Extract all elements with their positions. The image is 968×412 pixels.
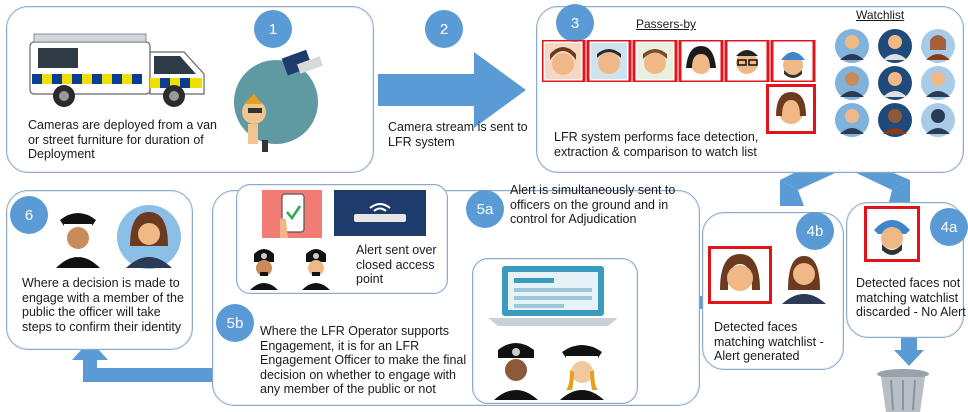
- police-officers-icon: [250, 249, 330, 290]
- step1-badge: 1: [254, 10, 292, 48]
- police-van-icon: [29, 33, 205, 107]
- arrow-return-to-6: [72, 340, 218, 382]
- step5b-badge: 5b: [216, 304, 254, 342]
- step4b-badge: 4b: [796, 212, 834, 250]
- step5a-badge: 5a: [466, 190, 504, 228]
- passerby-face-detected: [766, 84, 816, 134]
- step4a-badge: 4a: [930, 208, 968, 246]
- passersby-faces: [542, 40, 822, 82]
- trash-bin-icon: [877, 369, 929, 412]
- step4a-text: Detected faces not matching watchlist di…: [856, 276, 966, 319]
- police-officers-laptop-icon: [494, 343, 604, 400]
- arrow-discard-down: [894, 336, 924, 366]
- unmatched-face-icon: [864, 206, 920, 262]
- watchlist-faces: [834, 28, 960, 138]
- step6-badge: 6: [10, 196, 48, 234]
- arrow-step2-right: [378, 52, 526, 128]
- laptop-icon: [488, 266, 618, 326]
- matched-face-icon: [708, 246, 772, 304]
- passersby-label: Passers-by: [636, 17, 697, 31]
- step4b-text: Detected faces matching watchlist - Aler…: [714, 320, 824, 363]
- step6-text: Where a decision is made to engage with …: [22, 276, 184, 334]
- police-officer-female-icon: [56, 213, 100, 268]
- step5a-text: Alert is simultaneously sent to officers…: [510, 183, 676, 226]
- step3-badge: 3: [556, 4, 594, 42]
- phone-alert-icon: [262, 190, 322, 238]
- step2-text: Camera stream is sent to LFR system: [388, 120, 528, 149]
- watchlist-label: Watchlist: [856, 8, 905, 22]
- member-of-public-icon: [117, 205, 181, 269]
- arrow-split-down: [780, 150, 910, 206]
- step3-text: LFR system performs face detection, extr…: [554, 130, 759, 159]
- step1-text: Cameras are deployed from a van or stree…: [28, 118, 217, 161]
- watchlist-match-face-icon: [782, 256, 826, 304]
- alert-sent-text: Alert sent over closed access point: [356, 243, 437, 286]
- cctv-camera-illustration: [234, 49, 323, 152]
- step5b-text: Where the LFR Operator supports Engageme…: [260, 324, 467, 396]
- step2-badge: 2: [425, 10, 463, 48]
- router-access-point-icon: [334, 190, 426, 236]
